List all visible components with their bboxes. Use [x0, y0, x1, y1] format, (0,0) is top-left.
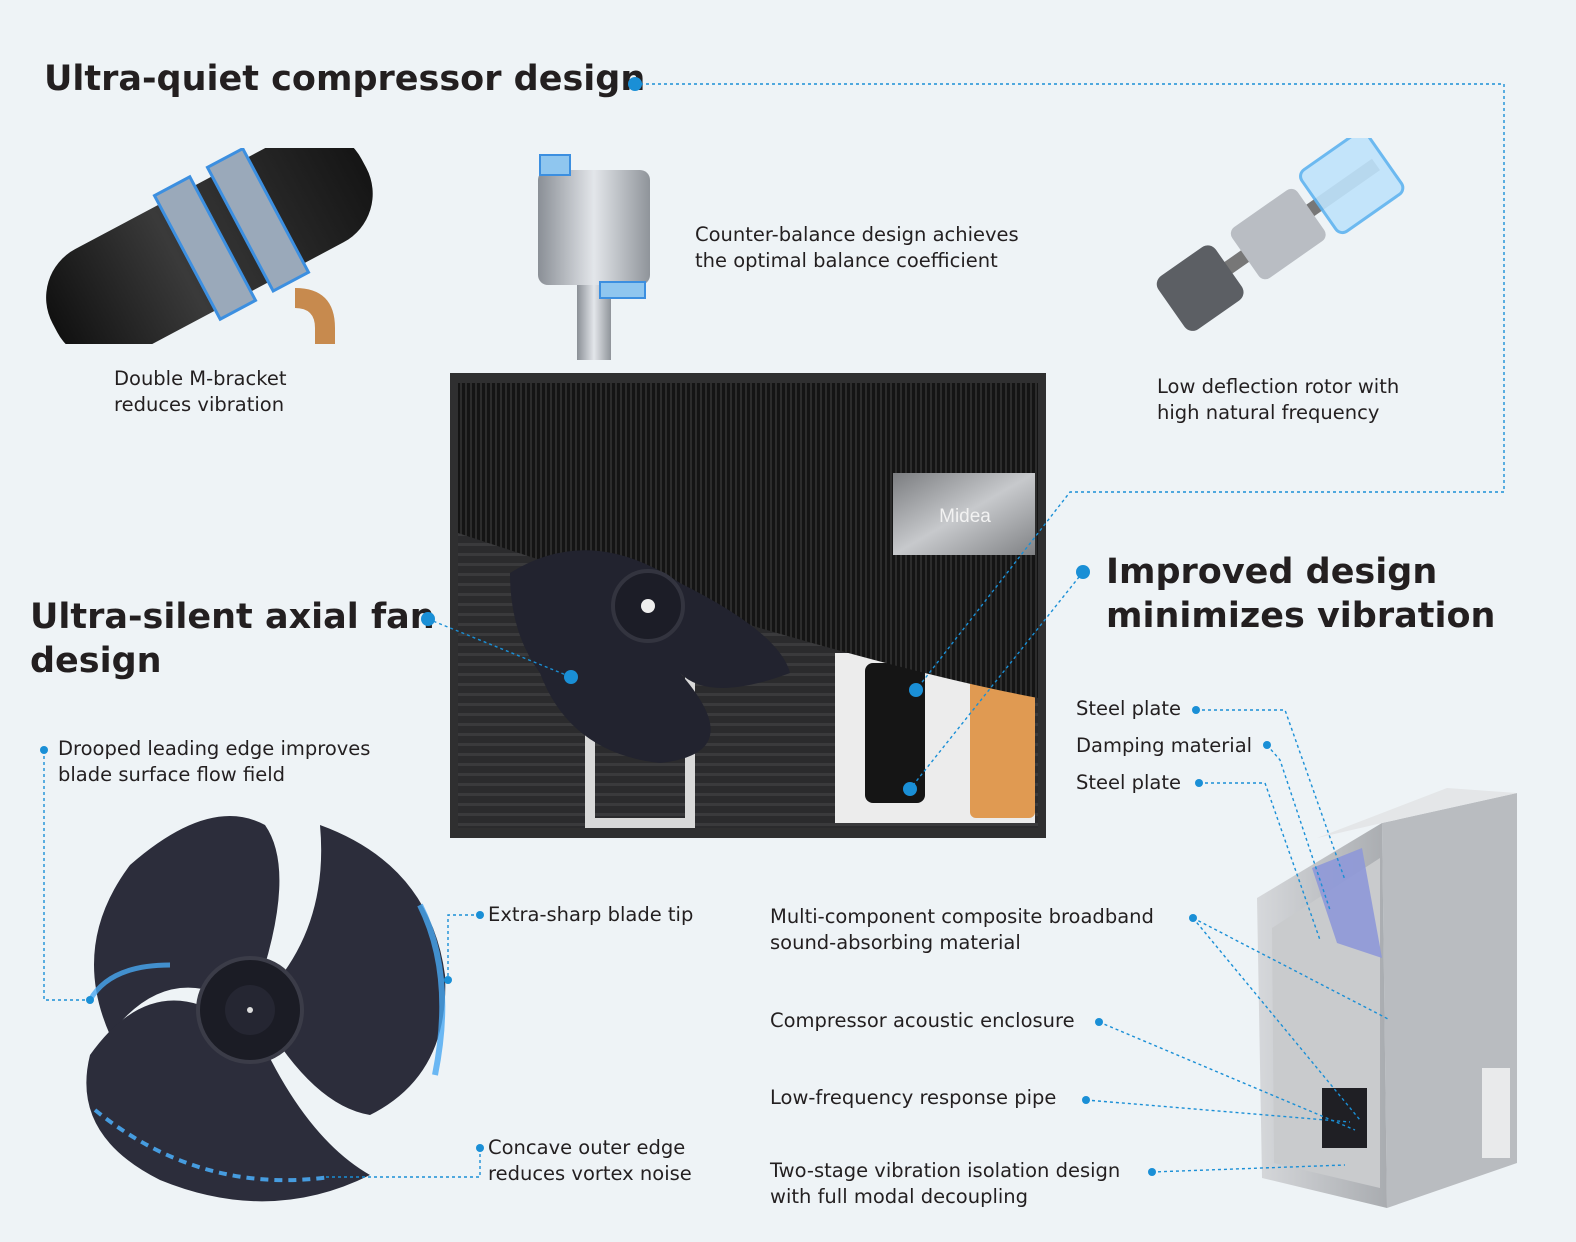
pipe-caption: Low-frequency response pipe: [770, 1086, 1057, 1109]
bracket-caption: Double M-bracket reduces vibration: [114, 366, 286, 418]
drooped-caption-line2: blade surface flow field: [58, 763, 286, 786]
bracket-caption-line1: Double M-bracket: [114, 367, 287, 390]
rotor-caption: Low deflection rotor with high natural f…: [1157, 374, 1399, 426]
balance-caption: Counter-balance design achieves the opti…: [695, 222, 1019, 274]
heading-fan: Ultra-silent axial fan design: [30, 595, 435, 683]
brand-logo: Midea: [939, 506, 991, 527]
balance-caption-line1: Counter-balance design achieves: [695, 223, 1019, 246]
compressor-bracket-image: [46, 148, 373, 344]
heading-compressor: Ultra-quiet compressor design: [44, 59, 646, 99]
counter-balance-image: [538, 154, 650, 360]
heading-vibration: Improved design minimizes vibration: [1106, 550, 1495, 638]
rotor-caption-line1: Low deflection rotor with: [1157, 375, 1400, 398]
heading-fan-line2: design: [30, 641, 162, 681]
enclosure-caption: Compressor acoustic enclosure: [770, 1009, 1075, 1032]
heading-vibration-line2: minimizes vibration: [1106, 596, 1496, 636]
isolation-caption-line1: Two-stage vibration isolation design: [770, 1159, 1121, 1182]
heading-vibration-line1: Improved design: [1106, 552, 1438, 592]
heat-pump-unit-image: Midea: [450, 373, 1046, 838]
steel-plate-caption-1: Steel plate: [1076, 697, 1182, 720]
isolation-caption-line2: with full modal decoupling: [770, 1185, 1029, 1208]
concave-caption: Concave outer edge reduces vortex noise: [488, 1135, 692, 1187]
broadband-caption-line1: Multi-component composite broadband: [770, 905, 1154, 928]
blade-tip-caption: Extra-sharp blade tip: [488, 903, 694, 926]
bracket-caption-line2: reduces vibration: [114, 393, 285, 416]
vibration-heading-dot: [1076, 565, 1090, 579]
drooped-caption: Drooped leading edge improves blade surf…: [58, 736, 370, 788]
axial-fan-image: [86, 816, 446, 1202]
broadband-caption: Multi-component composite broadband soun…: [770, 904, 1154, 956]
steel-plate-caption-2: Steel plate: [1076, 771, 1182, 794]
rotor-caption-line2: high natural frequency: [1157, 401, 1380, 424]
drooped-caption-line1: Drooped leading edge improves: [58, 737, 371, 760]
concave-caption-line1: Concave outer edge: [488, 1136, 686, 1159]
damping-material-caption: Damping material: [1076, 734, 1253, 757]
balance-caption-line2: the optimal balance coefficient: [695, 249, 998, 272]
broadband-caption-line2: sound-absorbing material: [770, 931, 1021, 954]
isolation-caption: Two-stage vibration isolation design wit…: [770, 1158, 1120, 1210]
heading-fan-line1: Ultra-silent axial fan: [30, 597, 435, 637]
acoustic-enclosure-image: [1257, 788, 1517, 1208]
concave-caption-line2: reduces vortex noise: [488, 1162, 692, 1185]
rotor-image: [1156, 138, 1405, 331]
